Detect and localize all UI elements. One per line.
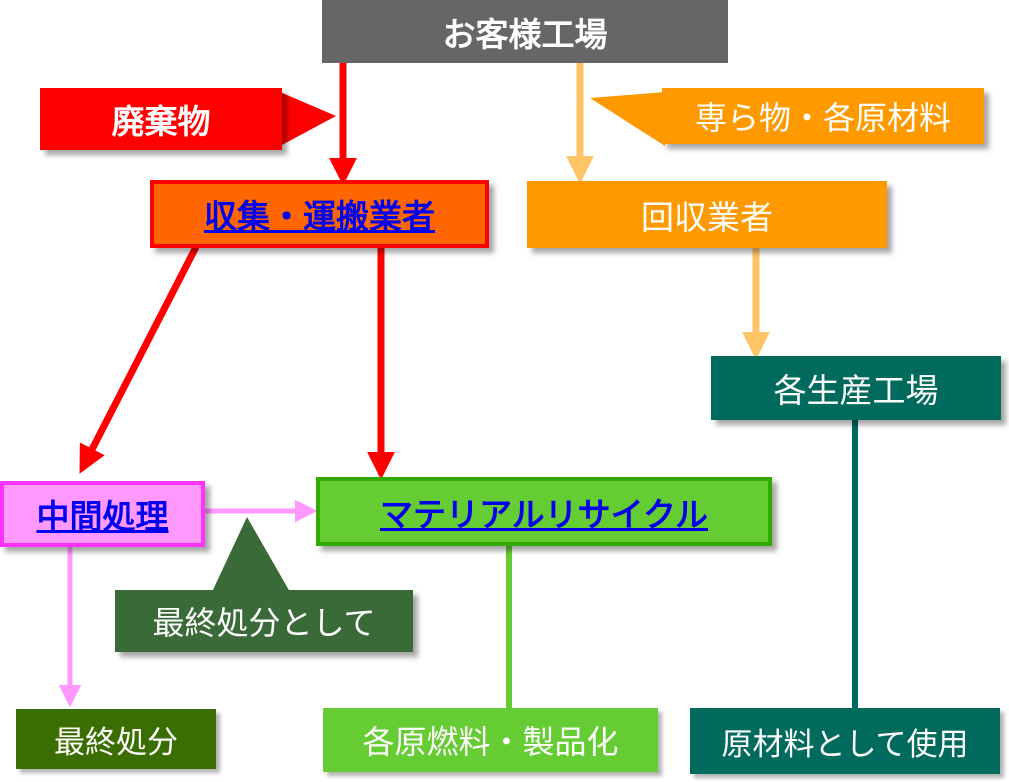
node-final-disposal-label: 最終処分 [54, 724, 178, 761]
callout-pointer-final [212, 517, 290, 592]
node-fuel-products: 各原燃料・製品化 [323, 708, 658, 772]
node-production-plants-label: 各生産工場 [773, 371, 939, 410]
intermediate-link[interactable]: 中間処理 [36, 497, 169, 536]
callout-as-final-disposal: 最終処分として [115, 590, 413, 652]
node-raw-material-use: 原材料として使用 [690, 708, 1000, 774]
callout-pointer-exclusive [590, 92, 665, 146]
node-material-recycle[interactable]: マテリアルリサイクル [316, 477, 772, 546]
node-raw-material-use-label: 原材料として使用 [721, 726, 969, 763]
node-collector[interactable]: 収集・運搬業者 [150, 180, 489, 248]
node-production-plants: 各生産工場 [711, 356, 1001, 420]
node-fuel-products-label: 各原燃料・製品化 [362, 723, 619, 761]
node-customer-factory-label: お客様工場 [442, 14, 608, 54]
node-recovery: 回収業者 [527, 181, 887, 248]
node-recovery-label: 回収業者 [641, 197, 773, 237]
callout-as-final-disposal-label: 最終処分として [152, 604, 376, 642]
callout-exclusive-materials-label: 専ら物・各原材料 [694, 99, 951, 137]
callout-waste-label: 廃棄物 [111, 102, 211, 141]
collector-link[interactable]: 収集・運搬業者 [204, 197, 435, 236]
node-final-disposal: 最終処分 [16, 709, 216, 769]
node-customer-factory: お客様工場 [322, 0, 728, 63]
material-recycle-link[interactable]: マテリアルリサイクル [379, 494, 709, 534]
node-intermediate[interactable]: 中間処理 [0, 481, 205, 547]
arrow-collector-to-intermediate [79, 245, 200, 474]
callout-pointer-waste [280, 92, 336, 146]
callout-exclusive-materials: 専ら物・各原材料 [662, 88, 984, 144]
callout-waste: 廃棄物 [40, 88, 282, 150]
